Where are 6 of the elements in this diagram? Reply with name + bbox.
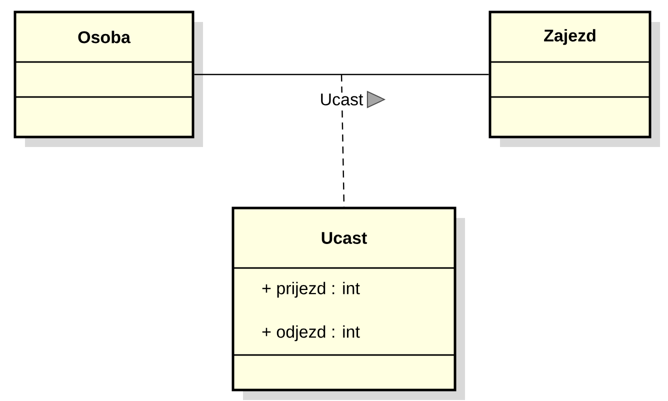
class-box: Ucast + prijezd : int + odjezd : int <box>232 206 465 400</box>
class-box: Osoba <box>14 10 203 147</box>
edge-label: Ucast <box>321 94 364 106</box>
class-box: Zajezd <box>488 10 660 147</box>
association-class-link <box>340 74 345 207</box>
association-line <box>194 74 489 76</box>
